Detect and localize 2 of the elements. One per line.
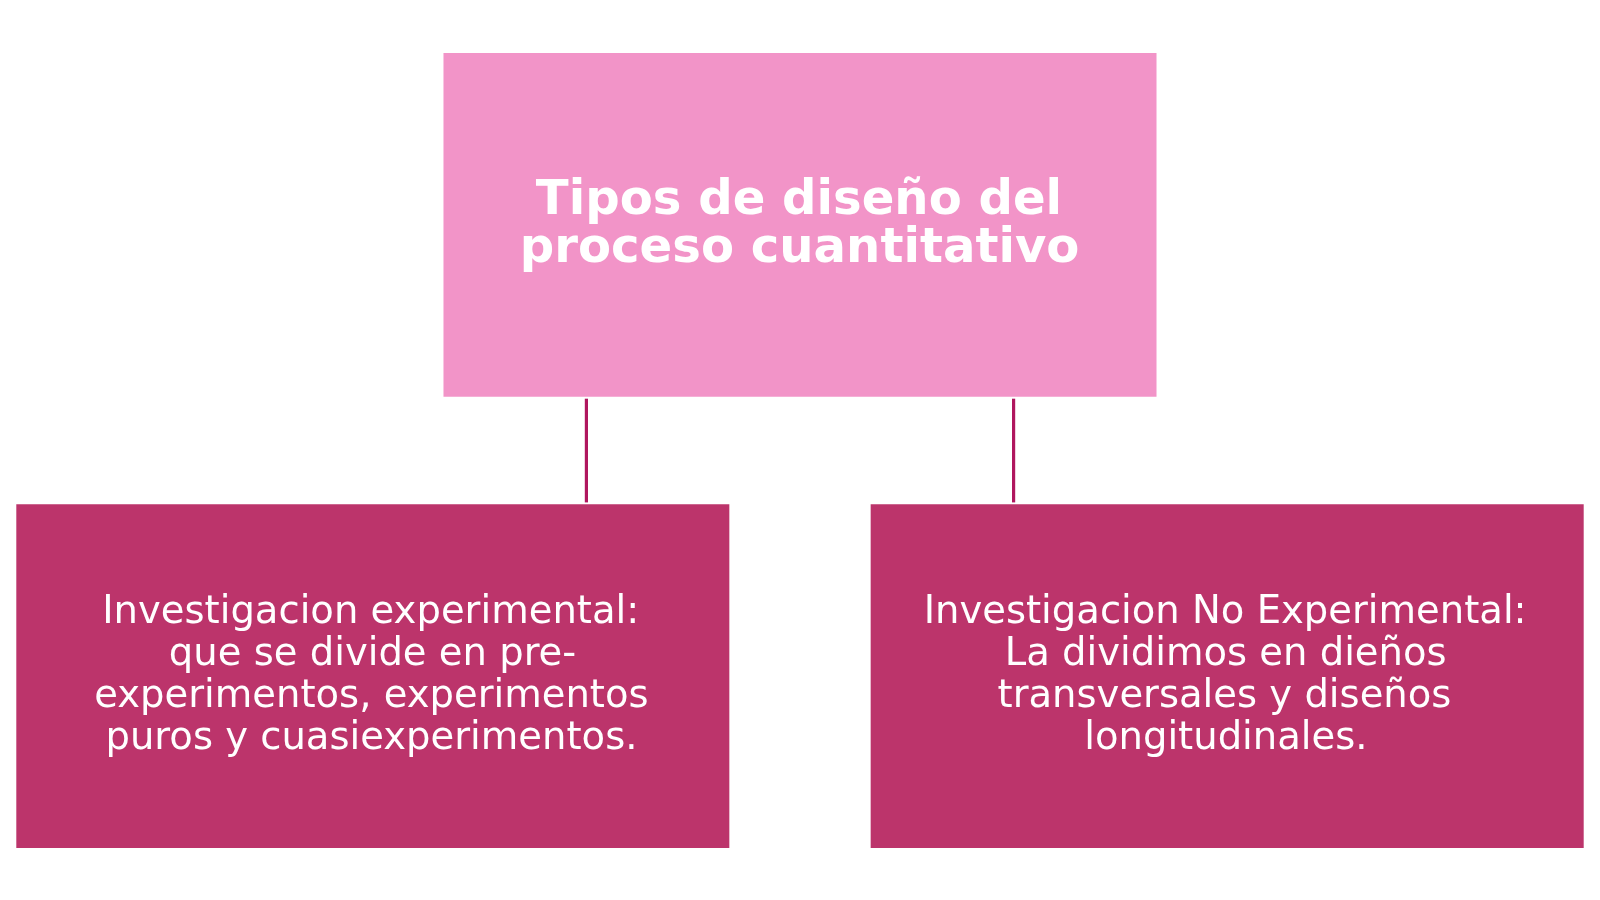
connector	[584, 398, 588, 502]
connector	[1012, 398, 1016, 502]
